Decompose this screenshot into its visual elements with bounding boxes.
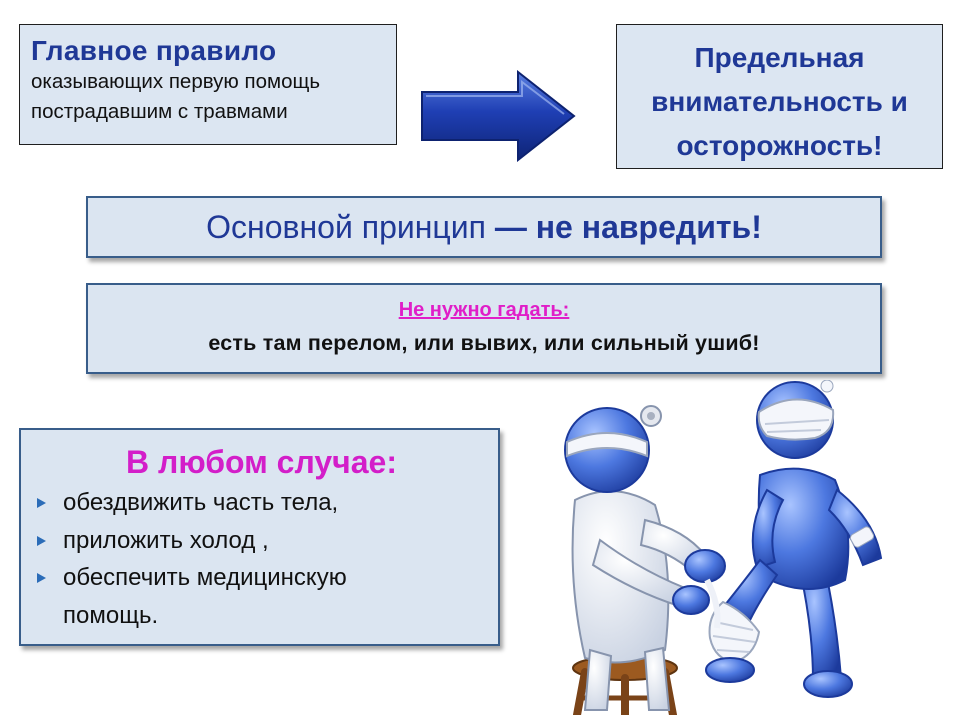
first-aid-figures-illustration	[564, 380, 883, 715]
principle-emphasis: — не навредить!	[494, 209, 762, 245]
care-line-2: внимательность и	[651, 86, 908, 117]
any-case-heading: В любом случае:	[125, 444, 397, 480]
no-guess-box: Не нужно гадать: есть там перелом, или в…	[86, 283, 882, 374]
action-list: обездвижить часть тела, приложить холод …	[35, 484, 488, 634]
main-rule-line-1: оказывающих первую помощь	[31, 70, 321, 93]
care-line-3: осторожность!	[676, 130, 883, 161]
any-case-box: В любом случае: обездвижить часть тела, …	[19, 428, 500, 646]
bullet-arrow-icon	[37, 573, 46, 583]
no-guess-text: есть там перелом, или вывих, или сильный…	[208, 331, 760, 355]
patient-figure	[705, 380, 883, 698]
doctor-figure	[564, 405, 726, 711]
no-guess-warning: Не нужно гадать:	[398, 299, 570, 321]
care-line-1: Предельная	[694, 42, 865, 73]
list-item: обездвижить часть тела,	[35, 484, 488, 522]
main-rule-box: Главное правило оказывающих первую помощ…	[19, 24, 397, 145]
main-rule-title: Главное правило	[31, 35, 277, 66]
bullet-arrow-icon	[37, 498, 46, 508]
principle-box: Основной принцип — не навредить!	[86, 196, 882, 258]
list-item-continuation: помощь.	[63, 601, 159, 629]
main-rule-line-2: пострадавшим с травмами	[31, 100, 288, 123]
list-item: обеспечить медицинскую	[35, 559, 488, 597]
right-arrow-icon	[421, 70, 576, 162]
bullet-arrow-icon	[37, 535, 46, 546]
principle-text: Основной принцип	[206, 209, 495, 245]
list-item: приложить холод ,	[35, 522, 488, 560]
care-box: Предельная внимательность и осторожность…	[616, 24, 943, 169]
